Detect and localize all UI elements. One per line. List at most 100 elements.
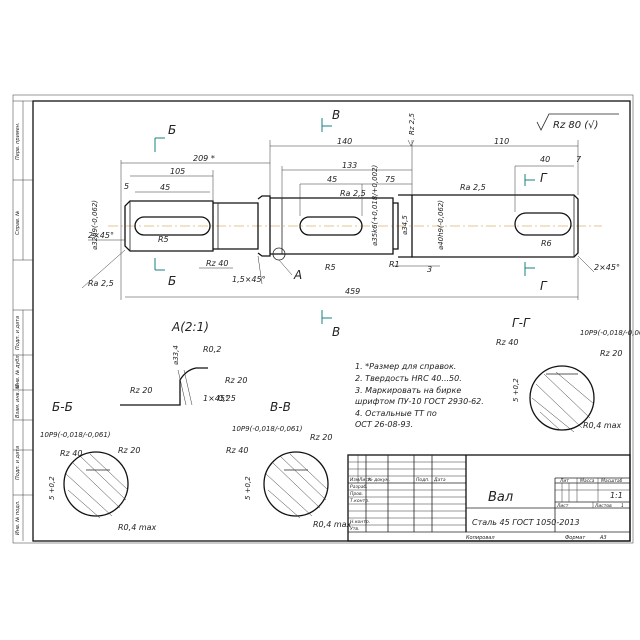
svg-text:Формат: Формат <box>565 535 586 541</box>
svg-text:Rz 80 (√): Rz 80 (√) <box>553 120 598 131</box>
svg-text:45: 45 <box>160 183 170 192</box>
title-block: Изм Лист № докум. Подп. Дата Разраб. Про… <box>347 454 631 542</box>
svg-text:Rz 20: Rz 20 <box>600 349 622 358</box>
svg-text:105: 105 <box>170 167 185 176</box>
svg-text:Подп.: Подп. <box>416 477 430 483</box>
svg-text:Ra 2,5: Ra 2,5 <box>88 279 114 288</box>
svg-text:75: 75 <box>385 175 395 184</box>
svg-text:209 *: 209 * <box>193 154 215 163</box>
svg-text:R5: R5 <box>325 263 336 272</box>
svg-text:Г: Г <box>540 171 548 185</box>
svg-text:1×45°: 1×45° <box>203 394 229 403</box>
svg-text:Лист: Лист <box>358 477 371 483</box>
svg-text:Разраб.: Разраб. <box>350 484 368 490</box>
svg-text:ОСТ 26-08-93.: ОСТ 26-08-93. <box>355 420 413 429</box>
svg-text:Н.контр.: Н.контр. <box>350 519 370 525</box>
side-label-2: Справ. № <box>15 211 21 235</box>
svg-text:R1: R1 <box>389 260 400 269</box>
svg-text:R0,4 max: R0,4 max <box>583 421 622 430</box>
svg-text:R0,4 max: R0,4 max <box>313 520 352 529</box>
svg-text:5 +0,2: 5 +0,2 <box>512 378 520 402</box>
section-vv: В-В 10P9(-0,018/-0,061) Rz 40 Rz 20 R0,4… <box>226 400 352 529</box>
svg-text:Б: Б <box>168 274 176 288</box>
svg-text:Rz 40: Rz 40 <box>206 259 228 268</box>
svg-text:140: 140 <box>337 137 352 146</box>
svg-text:Г-Г: Г-Г <box>512 316 531 330</box>
svg-text:Масштаб: Масштаб <box>601 478 623 484</box>
svg-text:№ докум.: № докум. <box>367 477 390 483</box>
svg-text:Копировал: Копировал <box>466 535 495 541</box>
sheet-inner-frame <box>32 100 631 542</box>
svg-text:Rz 20: Rz 20 <box>225 376 247 385</box>
detail-a: А(2:1) ⌀33,4 R0,2 Rz 20 Rz 20 1×45° 0,25 <box>120 320 247 406</box>
side-label-7: Инв. № подл. <box>15 501 21 536</box>
svg-text:1:1: 1:1 <box>610 491 623 500</box>
svg-text:10P9(-0,018/-0,061): 10P9(-0,018/-0,061) <box>40 431 111 439</box>
svg-text:3. Маркировать на бирк: 3. Маркировать на бирке <box>355 386 461 395</box>
side-label-1: Перв. примен. <box>15 122 21 160</box>
svg-text:⌀35k6(+0,018/+0,002): ⌀35k6(+0,018/+0,002) <box>371 164 379 246</box>
section-gg: Г-Г 10P9(-0,018/-0,061) Rz 40 Rz 20 R0,4… <box>496 316 640 433</box>
general-roughness: Rz 80 (√) <box>536 113 619 131</box>
svg-text:Изм: Изм <box>350 477 360 483</box>
side-label-6: Подп. и дата <box>15 446 21 480</box>
section-bb: Б-Б 10P9(-0,018/-0,061) Rz 40 Rz 20 R0,4… <box>40 400 157 532</box>
svg-text:⌀32h9(-0,062): ⌀32h9(-0,062) <box>91 200 99 250</box>
svg-text:⌀34,5: ⌀34,5 <box>401 215 409 235</box>
sheet-outer-frame <box>12 94 634 544</box>
section-markers: Б Б В В Г Г А <box>154 108 548 339</box>
svg-text:2×45°: 2×45° <box>88 231 114 240</box>
svg-text:Rz 40: Rz 40 <box>60 449 82 458</box>
svg-text:5: 5 <box>124 182 129 191</box>
part-name: Вал <box>488 490 513 505</box>
svg-text:2×45°: 2×45° <box>594 263 620 272</box>
side-label-5: Взам. инв. № <box>15 384 21 418</box>
svg-text:Rz 2,5: Rz 2,5 <box>408 113 416 135</box>
svg-text:Б: Б <box>168 123 176 137</box>
svg-text:45: 45 <box>327 175 337 184</box>
shaft-outline <box>124 194 579 261</box>
svg-text:7: 7 <box>576 155 582 164</box>
svg-text:4. Остальные ТТ по: 4. Остальные ТТ по <box>355 409 437 418</box>
svg-text:В: В <box>332 108 340 122</box>
svg-text:Листов: Листов <box>594 503 612 509</box>
svg-text:1: 1 <box>621 503 624 509</box>
svg-text:1. *Размер для справок.: 1. *Размер для справок. <box>355 362 456 371</box>
svg-text:R0,4 max: R0,4 max <box>118 523 157 532</box>
svg-text:шрифтом ПУ-10 ГОСТ 2930-62.: шрифтом ПУ-10 ГОСТ 2930-62. <box>355 397 484 406</box>
svg-text:459: 459 <box>345 287 360 296</box>
side-label-4: Инв. № дубл. <box>15 354 21 388</box>
svg-text:В: В <box>332 325 340 339</box>
svg-text:Дата: Дата <box>433 477 446 483</box>
side-label-3: Подп. и дата <box>15 316 21 350</box>
svg-text:Rz 40: Rz 40 <box>496 338 518 347</box>
svg-text:Лит: Лит <box>559 478 569 484</box>
svg-text:5 +0,2: 5 +0,2 <box>48 476 56 500</box>
technical-notes: 1. *Размер для справок. 2. Твердость HRC… <box>355 362 484 429</box>
svg-text:R6: R6 <box>541 239 552 248</box>
svg-text:R5: R5 <box>158 235 169 244</box>
svg-text:Утв.: Утв. <box>350 526 359 532</box>
svg-text:Ra 2,5: Ra 2,5 <box>340 189 366 198</box>
svg-text:10P9(-0,018/-0,061): 10P9(-0,018/-0,061) <box>232 425 303 433</box>
svg-text:В-В: В-В <box>270 400 291 414</box>
svg-text:3: 3 <box>427 265 432 274</box>
svg-text:2. Твердость HRC 40...50.: 2. Твердость HRC 40...50. <box>355 374 462 383</box>
side-strip: Перв. примен. Справ. № Подп. и дата Инв.… <box>13 100 33 541</box>
svg-text:Масса: Масса <box>580 478 595 484</box>
svg-text:А3: А3 <box>599 535 607 541</box>
svg-text:40: 40 <box>540 155 550 164</box>
svg-text:Rz 20: Rz 20 <box>310 433 332 442</box>
svg-text:1,5×45°: 1,5×45° <box>232 275 266 284</box>
svg-text:Rz 40: Rz 40 <box>226 446 248 455</box>
part-material: Сталь 45 ГОСТ 1050-2013 <box>472 518 580 527</box>
svg-text:Rz 20: Rz 20 <box>130 386 152 395</box>
svg-text:133: 133 <box>342 161 357 170</box>
svg-text:5 +0,2: 5 +0,2 <box>244 476 252 500</box>
svg-text:Б-Б: Б-Б <box>52 400 73 414</box>
svg-text:110: 110 <box>494 137 509 146</box>
svg-text:⌀40h9(-0,062): ⌀40h9(-0,062) <box>437 200 445 250</box>
svg-text:Т.контр.: Т.контр. <box>350 498 370 504</box>
svg-text:⌀33,4: ⌀33,4 <box>172 345 180 365</box>
